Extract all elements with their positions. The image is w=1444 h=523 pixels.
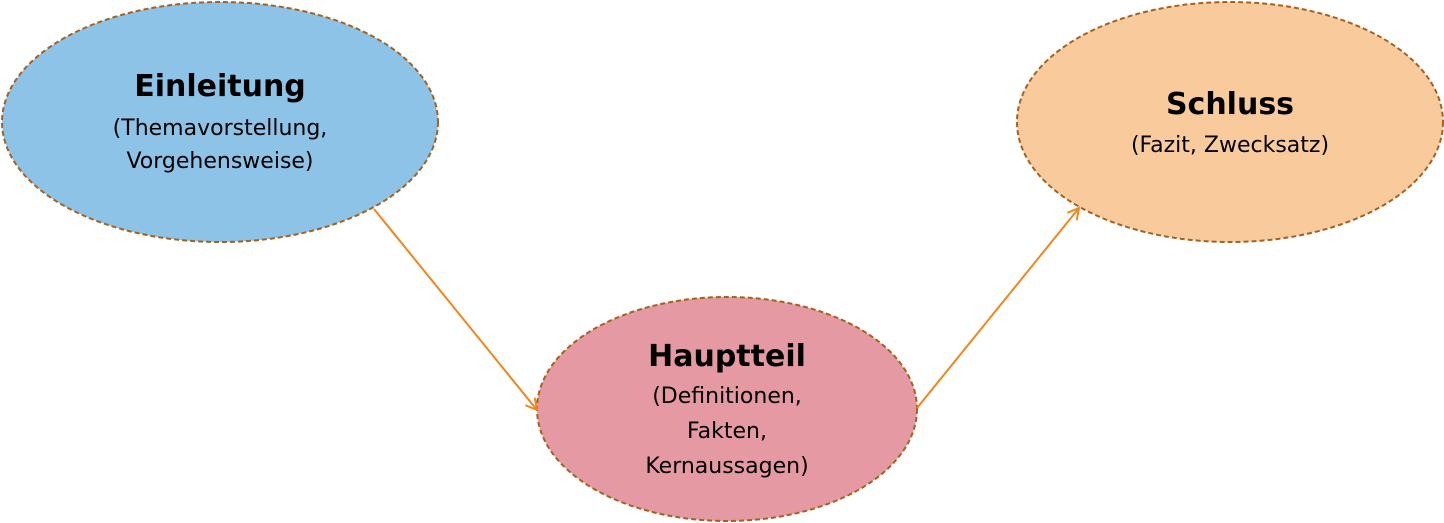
einleitung-line-2: Vorgehensweise) xyxy=(126,149,313,174)
schluss-ellipse xyxy=(1016,1,1444,243)
node-hauptteil: Hauptteil (Definitionen, Fakten, Kernaus… xyxy=(536,296,918,522)
schluss-line-1: (Fazit, Zwecksatz) xyxy=(1131,133,1329,158)
hauptteil-line-1: (Definitionen, xyxy=(652,384,802,409)
hauptteil-title: Hauptteil xyxy=(648,339,806,374)
hauptteil-ellipse xyxy=(536,296,918,522)
arrow-einleitung-to-hauptteil xyxy=(373,208,537,410)
einleitung-title: Einleitung xyxy=(134,69,306,104)
schluss-title: Schluss xyxy=(1166,87,1294,122)
node-einleitung: Einleitung (Themavorstellung, Vorgehensw… xyxy=(1,1,439,243)
einleitung-line-1: (Themavorstellung, xyxy=(113,116,328,141)
einleitung-ellipse xyxy=(1,1,439,243)
node-schluss: Schluss (Fazit, Zwecksatz) xyxy=(1016,1,1444,243)
hauptteil-line-3: Kernaussagen) xyxy=(645,454,808,479)
arrow-hauptteil-to-schluss xyxy=(916,208,1079,409)
hauptteil-line-2: Fakten, xyxy=(687,419,767,444)
